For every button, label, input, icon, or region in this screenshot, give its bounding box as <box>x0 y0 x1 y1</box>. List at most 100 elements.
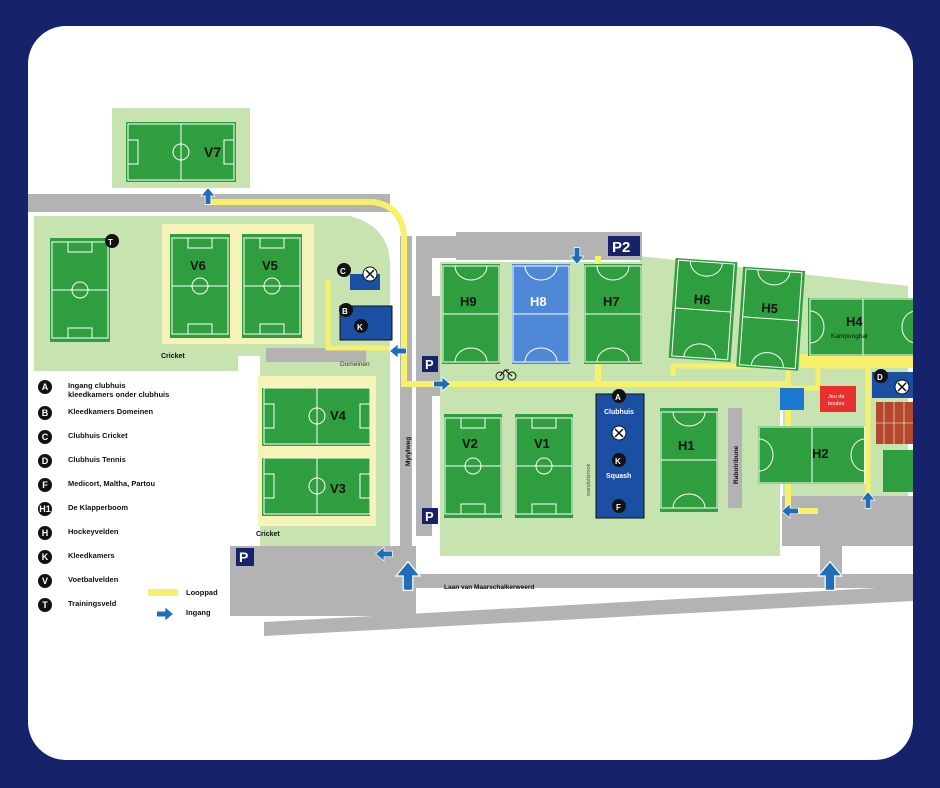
legend-item-text: Clubhuis Cricket <box>68 431 128 440</box>
marker-f <box>612 499 626 513</box>
legend-item-text: Kleedkamers Domeinen <box>68 407 154 416</box>
field-v3[interactable] <box>262 458 370 516</box>
marker-k-domeinen-label: K <box>357 323 363 332</box>
domeinen-label: Domeinen <box>340 361 370 368</box>
rabotribune-label: Rabotribune <box>733 445 740 484</box>
marker-d-label: D <box>877 373 883 382</box>
legend-looppad: Looppad <box>148 588 218 597</box>
field-v5-label: V5 <box>262 258 278 273</box>
field-v4-label: V4 <box>330 408 347 423</box>
laan-label: Laan van Maarschalkerweerd <box>444 584 534 591</box>
legend-item: B Kleedkamers Domeinen <box>38 406 153 420</box>
marker-d <box>874 369 888 383</box>
domeinen-path <box>266 348 366 362</box>
parking-label-2: P <box>425 509 434 524</box>
parking-sign-1 <box>422 356 438 372</box>
legend-item: D Clubhuis Tennis <box>38 454 126 468</box>
legend-item-text: Ingang clubhuis kleedkamers onder clubhu… <box>68 381 170 399</box>
field-v7-label: V7 <box>204 144 221 160</box>
marker-b-label: B <box>342 307 348 316</box>
road-laan-main <box>378 574 913 588</box>
marker-t <box>105 234 119 248</box>
ingang-text: Ingang <box>186 608 211 617</box>
parking-right <box>782 496 913 546</box>
clubhuis-label: Clubhuis <box>604 409 634 416</box>
kampunghal-label: Kampunghal <box>831 333 868 340</box>
looppad-domeinen <box>325 279 390 351</box>
road-laan <box>264 586 913 636</box>
legend-marker-icon: B <box>38 406 52 420</box>
legend-marker-icon: H <box>38 526 52 540</box>
squash-label: Squash <box>606 473 631 480</box>
legend-item-text: De Klapperboom <box>68 503 129 512</box>
marker-k-clubhuis <box>612 453 626 467</box>
looppad-h4 <box>800 354 913 368</box>
legend-marker-icon: C <box>38 430 52 444</box>
legend-item-text: Kleedkamers <box>68 551 115 560</box>
legend-item-text: Medicort, Maltha, Partou <box>68 479 156 488</box>
cricket-label-bottom: Cricket <box>256 531 280 538</box>
field-v6-label: V6 <box>190 258 206 273</box>
legend-marker-icon: H1 <box>38 502 52 516</box>
field-tennis-green[interactable] <box>883 450 913 492</box>
cricket-label-top: Cricket <box>161 353 185 360</box>
field-h1-label: H1 <box>678 438 695 453</box>
mytylweg-label: Mytylweg <box>405 437 412 466</box>
marker-f-label: F <box>616 503 621 512</box>
walkway-label: wandelstrook <box>586 463 592 497</box>
legend-marker-icon: D <box>38 454 52 468</box>
field-v1-label: V1 <box>534 436 550 451</box>
road-stub <box>418 236 458 258</box>
field-h5-label: H5 <box>761 300 779 316</box>
field-h7-label: H7 <box>603 294 620 309</box>
marker-c <box>337 263 351 277</box>
legend-item: F Medicort, Maltha, Partou <box>38 478 155 492</box>
legend-arrow-icon <box>156 606 174 622</box>
legend-item: A Ingang clubhuis kleedkamers onder clubh… <box>38 380 169 399</box>
legend-marker-icon: F <box>38 478 52 492</box>
parking-label-3: P <box>239 549 248 565</box>
looppad-text: Looppad <box>186 588 218 597</box>
legend-item-text: Hockeyvelden <box>68 527 119 536</box>
parking-sign-p2 <box>608 236 640 256</box>
p2-label: P2 <box>612 239 630 256</box>
legend-ingang: Ingang <box>178 608 211 617</box>
legend-item: H1 De Klapperboom <box>38 502 128 516</box>
map-card: V7 V6 V5 Cricket V4 V3 Cricket Domeinen … <box>28 26 913 760</box>
legend-item: C Clubhuis Cricket <box>38 430 128 444</box>
legend-marker-icon: A <box>38 380 52 394</box>
bicycle-icon <box>495 369 517 381</box>
legend-item: T Trainingsveld <box>38 598 116 612</box>
field-h4[interactable] <box>808 298 913 356</box>
parking-sign-2 <box>422 508 438 524</box>
small-building <box>780 388 804 410</box>
looppad-main <box>208 199 601 387</box>
legend-item-text: Clubhuis Tennis <box>68 455 126 464</box>
legend-item: V Voetbalvelden <box>38 574 118 588</box>
field-h6-label: H6 <box>693 291 711 307</box>
marker-a <box>612 389 626 403</box>
field-h9-label: H9 <box>460 294 477 309</box>
jeu-de-boules[interactable] <box>820 386 856 412</box>
field-v2-label: V2 <box>462 436 478 451</box>
marker-c-label: C <box>340 267 346 276</box>
legend-item-text: Trainingsveld <box>68 599 117 608</box>
field-v4[interactable] <box>262 388 370 446</box>
marker-t-label: T <box>108 238 113 247</box>
field-h4-label: H4 <box>846 314 863 329</box>
field-h2-label: H2 <box>812 446 829 461</box>
marker-k-clubhuis-label: K <box>615 457 621 466</box>
legend-item-text: Voetbalvelden <box>68 575 119 584</box>
looppad-swatch <box>148 589 178 596</box>
legend-marker-icon: V <box>38 574 52 588</box>
field-h8-label: H8 <box>530 294 547 309</box>
legend-marker-icon: T <box>38 598 52 612</box>
marker-k-domeinen <box>354 319 368 333</box>
marker-a-label: A <box>615 393 621 402</box>
rabotribune <box>728 408 742 508</box>
field-h2[interactable] <box>758 426 864 484</box>
marker-b <box>339 303 353 317</box>
legend-item: H Hockeyvelden <box>38 526 118 540</box>
